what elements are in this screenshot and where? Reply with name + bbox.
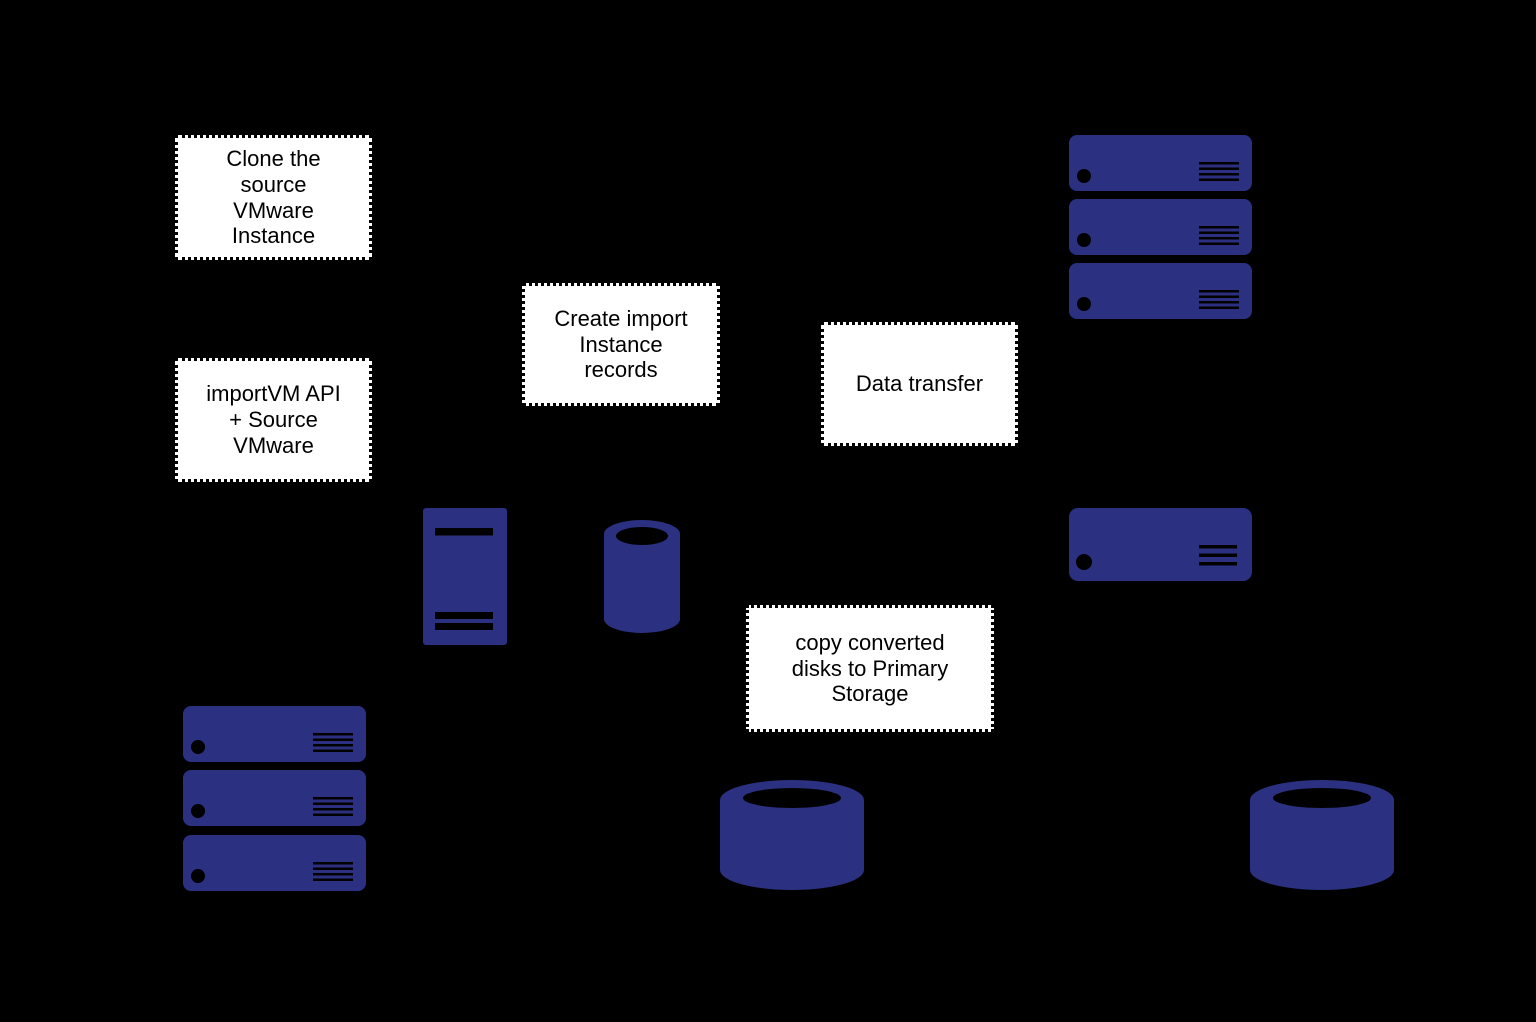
rack-server-icon [1069, 508, 1252, 581]
tower-server-icon [423, 508, 507, 645]
data-transfer-box: Data transfer [821, 322, 1018, 446]
rack-server-icon [183, 835, 366, 891]
clone-source-vmware-box: Clone the source VMware Instance [175, 135, 372, 260]
database-cylinder-icon [604, 520, 680, 633]
storage-cylinder-icon [720, 780, 864, 890]
rack-server-icon [1069, 263, 1252, 319]
storage-cylinder-icon [1250, 780, 1394, 890]
rack-server-icon [1069, 135, 1252, 191]
importvm-api-box: importVM API + Source VMware [175, 358, 372, 482]
copy-disks-primary-storage-box: copy converted disks to Primary Storage [746, 605, 994, 732]
rack-server-icon [183, 770, 366, 826]
rack-server-icon [183, 706, 366, 762]
create-import-records-box: Create import Instance records [522, 283, 720, 406]
rack-server-icon [1069, 199, 1252, 255]
